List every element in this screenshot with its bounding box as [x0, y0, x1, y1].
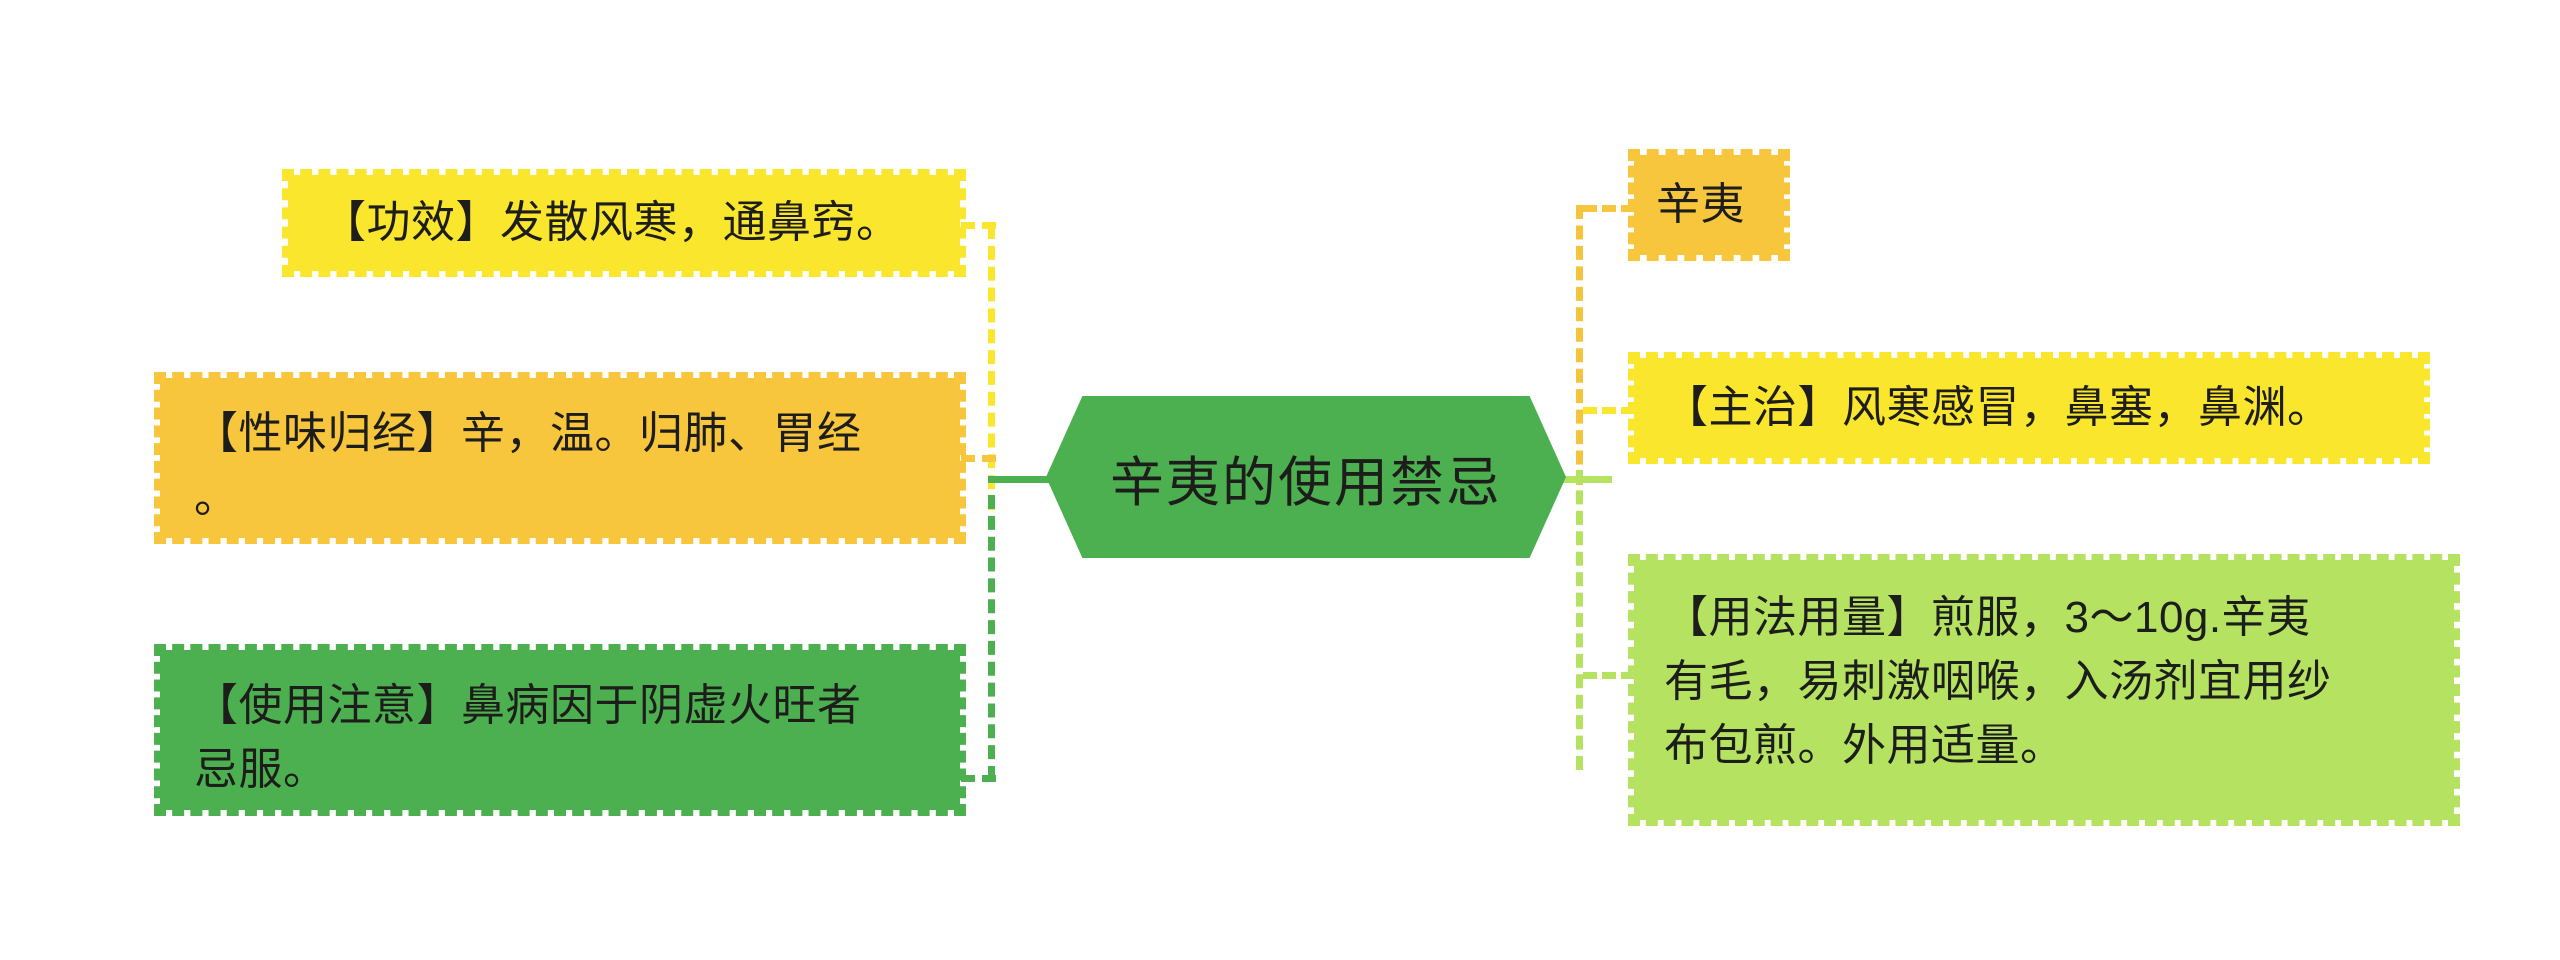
node-zhuzhi-label: 【主治】风寒感冒，鼻塞，鼻渊。 [1664, 383, 2332, 433]
center-node-label: 辛夷的使用禁忌 [1110, 452, 1502, 513]
node-zhuzhi[interactable]: 【主治】风寒感冒，鼻塞，鼻渊。 [1628, 352, 2430, 464]
right-connector-vline-upper [1576, 205, 1583, 485]
left-connector-vline-upper [988, 225, 995, 510]
node-shiyong-zhuyi[interactable]: 【使用注意】鼻病因于阴虚火旺者 忌服。 [154, 644, 966, 816]
center-node-hexagon[interactable]: 辛夷的使用禁忌 [1046, 396, 1566, 558]
right-connector-branch-1 [1583, 205, 1635, 212]
right-connector-stub-to-center [1552, 476, 1612, 483]
left-connector-branch-2 [940, 455, 996, 462]
left-connector-vline-lower [988, 495, 995, 780]
left-connector-stub-to-center [988, 476, 1058, 483]
right-connector-branch-3 [1583, 672, 1635, 679]
node-xinyi-label: 辛夷 [1656, 180, 1745, 230]
right-connector-vline-lower [1576, 470, 1583, 770]
node-xinyi[interactable]: 辛夷 [1628, 149, 1790, 261]
node-xingwei-guijing-label: 【性味归经】辛，温。归肺、胃经 。 [194, 409, 862, 522]
node-xingwei-guijing[interactable]: 【性味归经】辛，温。归肺、胃经 。 [154, 372, 966, 544]
right-connector-branch-2 [1583, 407, 1635, 414]
left-connector-branch-3 [940, 775, 996, 782]
node-yongfa-yongliang-label: 【用法用量】煎服，3～10g.辛夷 有毛，易刺激咽喉，入汤剂宜用纱 布包煎。外用… [1664, 593, 2332, 770]
node-gongxiao-label: 【功效】发散风寒，通鼻窍。 [322, 198, 901, 248]
left-connector-branch-1 [940, 222, 996, 229]
node-yongfa-yongliang[interactable]: 【用法用量】煎服，3～10g.辛夷 有毛，易刺激咽喉，入汤剂宜用纱 布包煎。外用… [1628, 554, 2460, 826]
node-gongxiao[interactable]: 【功效】发散风寒，通鼻窍。 [282, 169, 966, 277]
node-shiyong-zhuyi-label: 【使用注意】鼻病因于阴虚火旺者 忌服。 [194, 681, 862, 794]
